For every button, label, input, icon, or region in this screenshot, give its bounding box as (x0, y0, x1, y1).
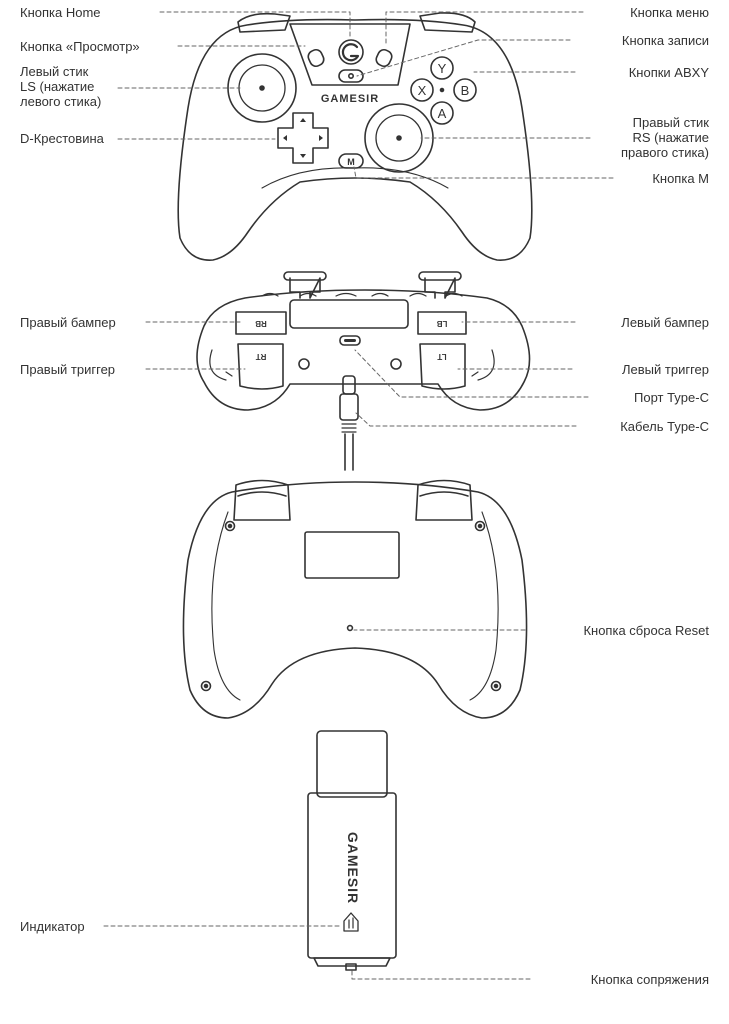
label-pair-button: Кнопка сопряжения (591, 972, 709, 987)
label-right-stick: Правый стик RS (нажатие правого стика) (621, 115, 709, 160)
label-record-button: Кнопка записи (622, 33, 709, 48)
label-dpad: D-Крестовина (20, 131, 104, 146)
rb-mark: RB (255, 319, 267, 328)
m-button-letter: M (347, 157, 355, 167)
b-button-letter: B (461, 83, 470, 98)
rt-mark: RT (256, 352, 267, 361)
top-center-block (290, 300, 408, 328)
top-body (197, 290, 530, 410)
a-button-letter: A (438, 106, 447, 121)
y-button-letter: Y (438, 61, 447, 76)
receiver-cap (317, 731, 387, 797)
back-label-plate (305, 532, 399, 578)
controller-top-view (197, 272, 530, 410)
brand-logo-receiver: GAMESIR (345, 832, 361, 904)
record-button (339, 70, 363, 82)
label-indicator: Индикатор (20, 919, 85, 934)
x-button-letter: X (418, 83, 427, 98)
label-type-c-cable: Кабель Type-C (620, 419, 709, 434)
label-abxy-buttons: Кнопки ABXY (629, 65, 709, 80)
label-view-button: Кнопка «Просмотр» (20, 39, 140, 54)
label-right-bumper: Правый бампер (20, 315, 116, 330)
label-right-trigger: Правый триггер (20, 362, 115, 377)
right-trigger-shape (238, 344, 283, 389)
type-c-cable (340, 376, 358, 470)
controller-back-view (183, 481, 526, 719)
menu-button (374, 48, 393, 68)
label-reset-button: Кнопка сброса Reset (583, 623, 709, 638)
label-menu-button: Кнопка меню (630, 5, 709, 20)
label-left-bumper: Левый бампер (621, 315, 709, 330)
top-right-stick (425, 278, 455, 298)
label-left-trigger: Левый триггер (622, 362, 709, 377)
brand-logo-front: GAMESIR (321, 93, 379, 105)
pair-button-shape (346, 964, 356, 970)
controller-front-view (178, 13, 532, 260)
view-button (306, 48, 325, 68)
label-left-stick: Левый стик LS (нажатие левого стика) (20, 64, 101, 109)
reset-hole (348, 626, 353, 631)
lt-mark: LT (437, 352, 446, 361)
label-m-button: Кнопка M (652, 171, 709, 186)
label-home-button: Кнопка Home (20, 5, 101, 20)
indicator-icon (344, 913, 358, 931)
lb-mark: LB (436, 319, 447, 328)
left-trigger-shape (420, 344, 465, 389)
top-left-stick (290, 278, 320, 298)
label-type-c-port: Порт Type-C (634, 390, 709, 405)
